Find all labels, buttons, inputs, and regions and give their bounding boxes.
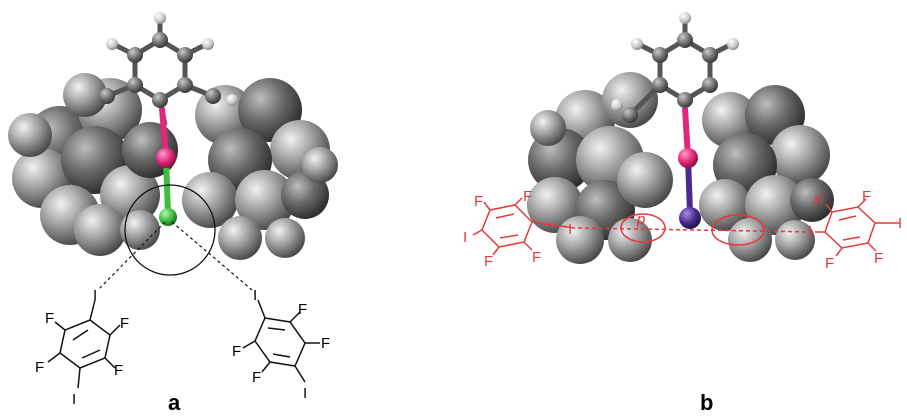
b-left-i-label: I bbox=[463, 229, 467, 246]
b-left-f-label-2: F bbox=[523, 188, 532, 205]
b-left-f-label-1: F bbox=[474, 193, 483, 210]
b-left-f-label-3: F bbox=[484, 253, 493, 270]
phenyl-atoms-b bbox=[611, 12, 739, 123]
panel-label-a: a bbox=[168, 390, 181, 415]
right-f-label-2: F bbox=[232, 343, 241, 360]
b-left-f-label-4: F bbox=[532, 249, 541, 266]
left-f-label-3: F bbox=[35, 359, 44, 376]
b-right-i-outer-label: I bbox=[898, 215, 902, 232]
right-f-label-1: F bbox=[298, 301, 307, 318]
b-right-f-label-3: F bbox=[825, 255, 834, 272]
iodine-atom-b bbox=[679, 207, 701, 229]
left-spacefill-cluster bbox=[8, 73, 178, 256]
right-f-label-3: F bbox=[321, 335, 330, 352]
left-spacefill-cluster-b bbox=[527, 72, 673, 264]
b-right-f-label-2: F bbox=[862, 188, 871, 205]
right-f-label-4: F bbox=[252, 369, 261, 386]
left-f-label-1: F bbox=[120, 315, 129, 332]
panel-label-b: b bbox=[700, 390, 713, 415]
phosphorus-atom-b bbox=[678, 148, 698, 168]
left-diiodotetrafluorobenzene-a bbox=[47, 299, 121, 389]
b-right-f-label-4: F bbox=[874, 250, 883, 267]
b-p-annotation: p bbox=[636, 211, 645, 228]
right-i-top-label: I bbox=[253, 287, 257, 304]
halogen-bond-left-a bbox=[97, 221, 166, 291]
right-spacefill-cluster bbox=[182, 78, 338, 260]
right-diiodotetrafluorobenzene-a bbox=[242, 299, 320, 383]
right-spacefill-cluster-b bbox=[699, 85, 834, 262]
chlorine-atom-a bbox=[159, 208, 177, 226]
red-sketch-overlay bbox=[472, 197, 900, 257]
right-i-bottom-label: I bbox=[303, 385, 307, 402]
chlorine-pocket-circle bbox=[124, 184, 216, 276]
phosphorus-atom-a bbox=[156, 148, 176, 168]
left-i-top-label: I bbox=[93, 287, 97, 304]
panel-a: I F F F F I I F F F F I a bbox=[8, 12, 338, 415]
b-right-i-inner-label: I bbox=[808, 223, 812, 240]
b-right-f-label-1: F bbox=[814, 193, 823, 210]
phenyl-atoms-a bbox=[99, 12, 238, 108]
panel-b: F F I F F I p I F F F F I b bbox=[463, 12, 902, 415]
left-f-label-2: F bbox=[45, 310, 54, 327]
left-i-bottom-label: I bbox=[72, 391, 76, 408]
left-f-label-4: F bbox=[114, 362, 123, 379]
b-left-i-inner-label: I bbox=[568, 221, 572, 238]
